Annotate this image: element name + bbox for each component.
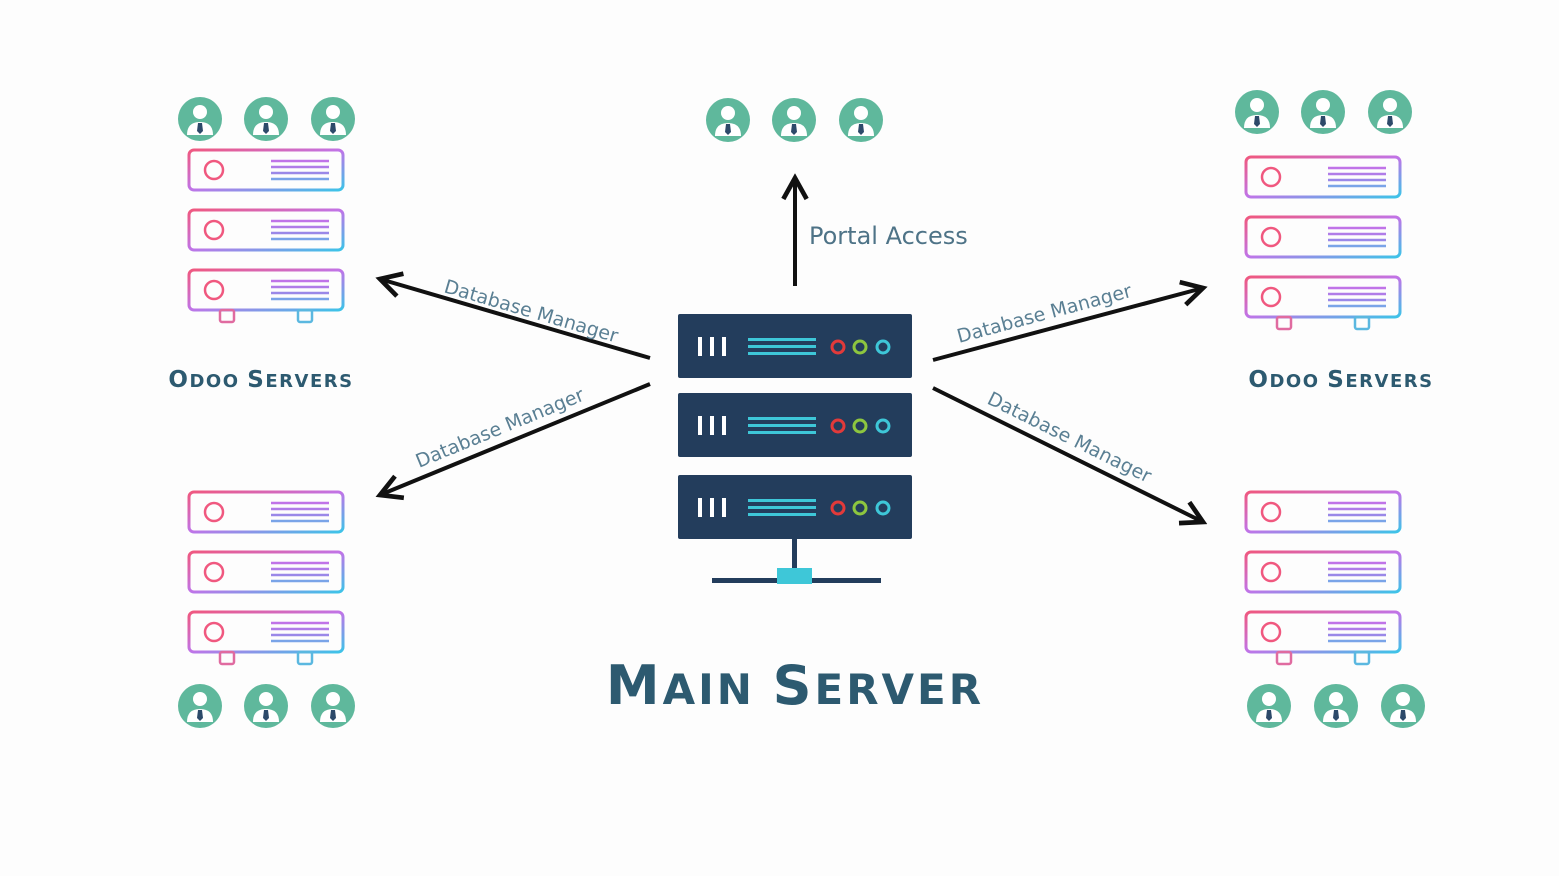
user-icon <box>772 98 816 142</box>
user-group-top-center <box>706 98 883 142</box>
arrow-icon <box>932 386 1203 522</box>
user-icon <box>311 97 355 141</box>
user-icon <box>839 98 883 142</box>
server-group-label: ODOO SERVERS <box>168 367 353 393</box>
portal-access-label: Portal Access <box>809 222 968 250</box>
arrow-icon <box>380 382 651 495</box>
user-icon <box>178 684 222 728</box>
arrow-icon <box>380 279 651 360</box>
server-rack-icon <box>189 492 343 664</box>
user-icon <box>178 97 222 141</box>
db-manager-label-bottom-right: Database Manager <box>984 388 1155 488</box>
server-rack-icon <box>1246 157 1400 329</box>
arrow-icon <box>932 288 1203 362</box>
user-group-bottom-left <box>178 684 355 728</box>
server-rack-icon <box>189 150 343 322</box>
db-manager-label-top-left: Database Manager <box>442 276 621 348</box>
user-icon <box>706 98 750 142</box>
user-icon <box>244 684 288 728</box>
user-icon <box>1235 90 1279 134</box>
user-icon <box>1314 684 1358 728</box>
user-icon <box>244 97 288 141</box>
user-group-top-left <box>178 97 355 141</box>
user-icon <box>1247 684 1291 728</box>
user-icon <box>1368 90 1412 134</box>
user-group-bottom-right <box>1247 684 1425 728</box>
server-rack-icon <box>1246 492 1400 664</box>
main-server-title: MAIN SERVER <box>606 654 984 717</box>
connection-arrows <box>380 178 1203 522</box>
db-manager-label-bottom-left: Database Manager <box>413 384 588 473</box>
user-group-top-right <box>1235 90 1412 134</box>
server-group-label: ODOO SERVERS <box>1248 367 1433 393</box>
user-icon <box>311 684 355 728</box>
user-icon <box>1381 684 1425 728</box>
user-icon <box>1301 90 1345 134</box>
main-server-icon <box>676 312 914 584</box>
